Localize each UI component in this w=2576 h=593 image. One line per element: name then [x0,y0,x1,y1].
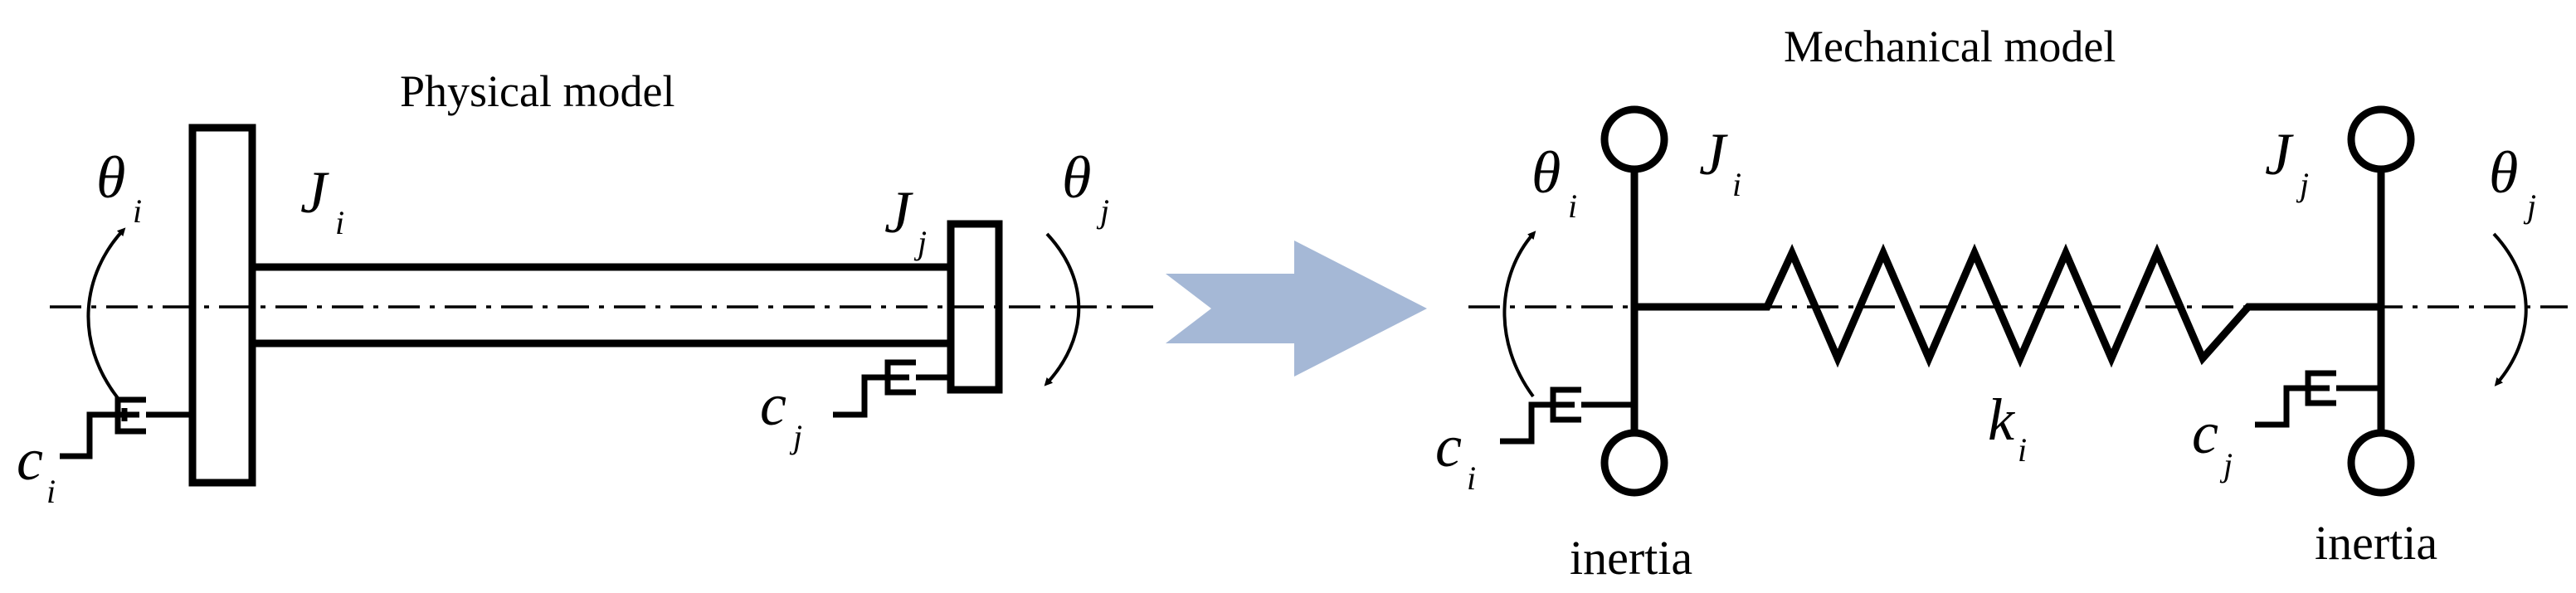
c-i-mech-symbol: c [1435,413,1462,479]
c-j-subscript: j [789,418,802,455]
inertia-bottom-j [2347,429,2415,497]
disk-i [188,124,256,487]
J-j-subscript: j [913,224,927,261]
theta-i-symbol: θ [96,144,125,211]
rotation-arrow-theta-i-mech [1502,231,1536,398]
damper-c-j [833,359,951,418]
J-i-mech-symbol: J [1699,121,1728,187]
spring-k-i [1634,243,2381,368]
inertia-top-i [1600,105,1668,173]
theta-i-subscript: i [133,192,142,230]
rotation-arrow-theta-j [1044,232,1081,386]
k-i-symbol: k [1988,386,2016,453]
J-i-symbol: J [300,159,329,226]
c-j-symbol: c [760,372,786,438]
rotation-arrow-theta-i [86,227,126,400]
mechanical-model-title: Mechanical model [1784,22,2116,71]
transition-arrow [1166,241,1427,377]
c-j-mech-symbol: c [2192,400,2218,466]
damper-c-i [60,396,192,459]
J-j-mech-symbol: J [2265,121,2294,187]
damper-c-i-mech [1500,386,1634,445]
inertia-top-j [2347,105,2415,173]
c-j-mech-subscript: j [2219,446,2233,484]
inertia-label-left: inertia [1570,531,1692,585]
mechanical-model: Mechanical model θ i θ j J i J j k i [1435,22,2568,585]
J-i-subscript: i [335,204,344,241]
theta-j-mech-symbol: θ [2489,139,2518,206]
disk-j [947,220,1003,394]
inertia-bottom-i [1600,429,1668,497]
theta-i-mech-subscript: i [1568,187,1577,225]
rotation-arrow-theta-j-mech [2492,232,2528,386]
shaft [248,263,955,348]
J-i-mech-subscript: i [1732,166,1741,203]
physical-model: Physical model θ i θ j J i J j c i [17,66,1157,510]
physical-model-title: Physical model [400,66,674,116]
theta-j-mech-subscript: j [2523,187,2536,225]
J-j-symbol: J [884,179,913,245]
theta-i-mech-symbol: θ [1531,139,1561,206]
damper-c-j-mech [2255,370,2381,428]
k-i-subscript: i [2018,431,2027,469]
c-i-mech-subscript: i [1467,459,1476,497]
theta-j-symbol: θ [1062,144,1091,211]
theta-j-subscript: j [1096,192,1109,230]
J-j-mech-subscript: j [2296,166,2309,203]
inertia-label-right: inertia [2315,516,2437,570]
c-i-subscript: i [46,473,56,510]
c-i-symbol: c [17,426,43,493]
